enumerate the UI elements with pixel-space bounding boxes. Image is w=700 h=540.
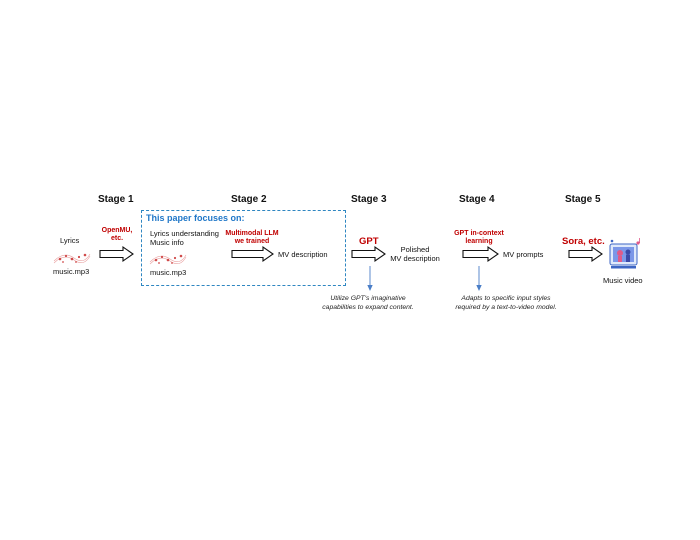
stage-5-label: Stage 5 bbox=[565, 194, 601, 205]
music-info-label: Music info bbox=[150, 238, 184, 247]
stage-1-label: Stage 1 bbox=[98, 194, 134, 205]
focus-box bbox=[141, 210, 346, 286]
stage-4-label: Stage 4 bbox=[459, 194, 495, 205]
stage5-model-label: Sora, etc. bbox=[562, 236, 605, 247]
music-notes-icon bbox=[149, 254, 187, 265]
focus-title: This paper focuses on: bbox=[146, 213, 245, 223]
arrow-right-icon bbox=[568, 245, 603, 263]
lyrics-understanding-label: Lyrics understanding bbox=[150, 229, 219, 238]
stage-2-label: Stage 2 bbox=[231, 194, 267, 205]
music-video-label: Music video bbox=[603, 276, 643, 285]
down-arrow-icon bbox=[367, 266, 373, 291]
stage3-note: Utilize GPT's imaginative capabilities t… bbox=[322, 295, 414, 311]
arrow-right-icon bbox=[99, 245, 134, 263]
music-file-label: music.mp3 bbox=[53, 267, 90, 276]
arrow-right-icon bbox=[231, 245, 274, 263]
arrow-right-icon bbox=[351, 245, 386, 263]
stage3-model-label: GPT bbox=[359, 236, 379, 247]
polished-mv-description-label: Polished MV description bbox=[390, 245, 440, 263]
stage4-model-label: GPT in-context learning bbox=[454, 230, 504, 245]
stage-3-label: Stage 3 bbox=[351, 194, 387, 205]
music-notes-icon bbox=[53, 253, 91, 264]
stage4-note: Adapts to specific input styles required… bbox=[455, 295, 557, 311]
lyrics-input-label: Lyrics bbox=[60, 236, 80, 245]
arrow-right-icon bbox=[462, 245, 499, 263]
stage2-music-file-label: music.mp3 bbox=[150, 268, 187, 277]
down-arrow-icon bbox=[476, 266, 482, 291]
music-video-icon bbox=[609, 238, 640, 269]
stage2-model-label: Multimodal LLM we trained bbox=[225, 230, 279, 245]
mv-description-label: MV description bbox=[278, 250, 328, 259]
stage1-model-label: OpenMU, etc. bbox=[101, 227, 133, 242]
mv-prompts-label: MV prompts bbox=[503, 250, 544, 259]
